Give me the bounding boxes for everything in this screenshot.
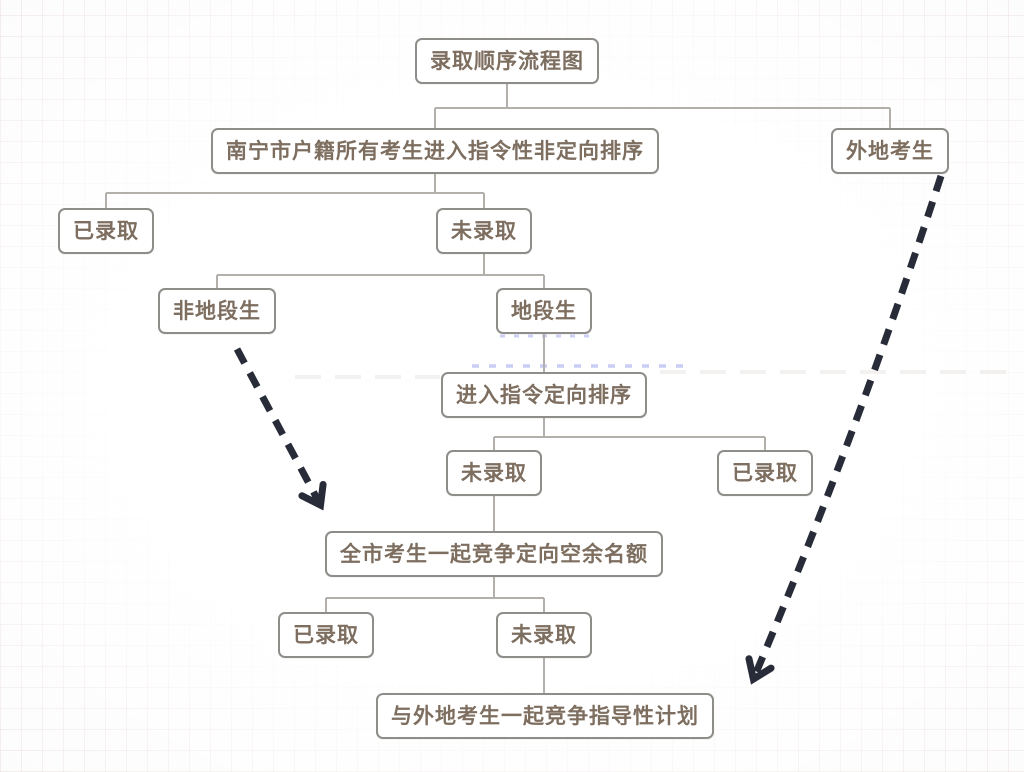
node-admitted-2: 已录取 (717, 450, 813, 496)
node-non-district-students: 非地段生 (158, 288, 276, 334)
node-not-admitted-3: 未录取 (496, 612, 592, 658)
node-directional-sort: 进入指令定向排序 (441, 372, 647, 418)
node-title: 录取顺序流程图 (415, 38, 599, 84)
node-admitted-3: 已录取 (278, 612, 374, 658)
node-district-students: 地段生 (496, 288, 592, 334)
node-out-of-town-candidates: 外地考生 (831, 128, 949, 174)
watermark-artifacts (295, 334, 1015, 379)
node-not-admitted-1: 未录取 (436, 208, 532, 254)
dashed-arrows (233, 174, 945, 685)
node-admitted-1: 已录取 (58, 208, 154, 254)
node-not-admitted-2: 未录取 (446, 450, 542, 496)
non-district-to-citywide-arrow-icon (233, 347, 327, 511)
tree-connector-lines (105, 78, 891, 693)
node-guided-plan-compete: 与外地考生一起竞争指导性计划 (376, 693, 714, 739)
out-of-town-to-guided-plan-arrow-icon (745, 174, 945, 685)
node-nanning-nondirectional-sort: 南宁市户籍所有考生进入指令性非定向排序 (211, 128, 659, 174)
node-citywide-compete-quota: 全市考生一起竞争定向空余名额 (325, 531, 663, 577)
